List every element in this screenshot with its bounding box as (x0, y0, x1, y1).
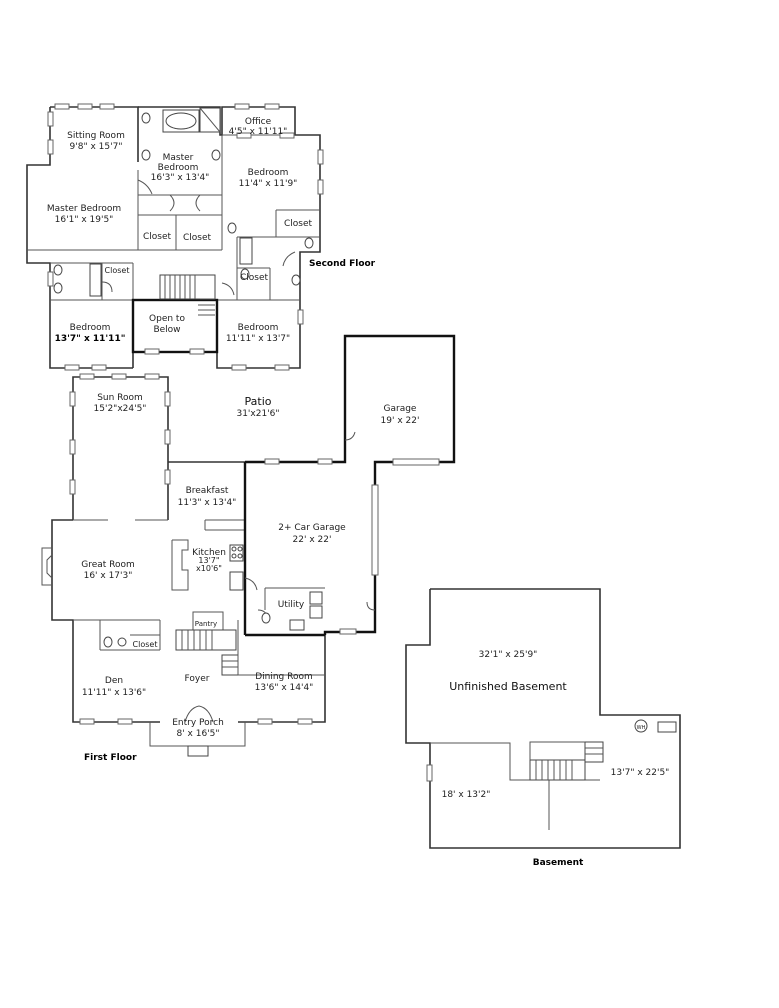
sink-icon (117, 637, 127, 647)
closet-label: Closet (240, 273, 269, 283)
tub-icon (162, 109, 200, 133)
den-dim: 11'11" x 13'6" (82, 688, 146, 698)
car-garage-name: 2+ Car Garage (278, 523, 346, 533)
kitchen-dim: 13'7" (198, 556, 219, 565)
door-swing-icon (101, 179, 296, 296)
bedroom-sw-name: Bedroom (70, 323, 111, 333)
water-heater-icon: WH (634, 719, 648, 733)
bedroom-se-dim: 11'11" x 13'7" (226, 334, 290, 344)
great-room-name: Great Room (81, 560, 135, 570)
open-below-name2: Below (153, 325, 180, 335)
master-bedroom-upper-dim: 16'3" x 13'4" (151, 173, 210, 183)
second-floor-label: Second Floor (309, 259, 376, 269)
den-name: Den (105, 676, 123, 686)
closet-label: Closet (143, 232, 172, 242)
garage-dim: 19' x 22' (381, 416, 420, 426)
patio-dim: 31'x21'6" (236, 409, 279, 419)
closet-label: Closet (284, 219, 313, 229)
toilet-icon (261, 612, 271, 624)
basement-main-dim: 32'1" x 25'9" (479, 650, 538, 660)
pantry-name: Pantry (195, 620, 217, 628)
bedroom-ne-dim: 11'4" x 11'9" (239, 179, 298, 189)
foyer-name: Foyer (185, 674, 210, 684)
basement-label: Basement (533, 858, 584, 868)
first-floor-label: First Floor (84, 753, 137, 763)
closet-label: Closet (133, 640, 158, 649)
open-below-name: Open to (149, 314, 185, 324)
water-heater-label: WH (637, 725, 646, 731)
tub-icon (89, 263, 102, 297)
bedroom-sw-dim: 13'7" x 11'11" (55, 334, 126, 344)
master-bedroom-name: Master Bedroom (47, 204, 121, 214)
stairs-icon (529, 741, 604, 781)
sun-room-dim: 15'2"x24'5" (94, 404, 147, 414)
basement-sw-dim: 18' x 13'2" (442, 790, 491, 800)
sitting-room-dim: 9'8" x 15'7" (70, 142, 123, 152)
dining-room-name: Dining Room (255, 672, 313, 682)
basement-main-name: Unfinished Basement (449, 680, 567, 693)
second-floor-plan: Sitting Room 9'8" x 15'7" Master Bedroom… (26, 103, 376, 371)
entry-porch-name: Entry Porch (172, 718, 224, 728)
stairs-icon (159, 274, 216, 316)
shower-icon (199, 107, 221, 133)
breakfast-dim: 11'3" x 13'4" (178, 498, 237, 508)
patio-name: Patio (245, 395, 272, 408)
great-room-dim: 16' x 17'3" (84, 571, 133, 581)
toilet-icon (103, 636, 113, 648)
sun-room-name: Sun Room (97, 393, 143, 403)
utility-name: Utility (278, 600, 305, 610)
tub-icon (239, 237, 253, 265)
bedroom-se-name: Bedroom (238, 323, 279, 333)
car-garage-dim: 22' x 22' (293, 535, 332, 545)
kitchen-dim2: x10'6" (196, 564, 222, 573)
sitting-room-name: Sitting Room (67, 131, 125, 141)
stairs-icon (175, 629, 239, 676)
garage-name: Garage (384, 404, 417, 414)
kitchen-name: Kitchen (192, 548, 226, 558)
closet-label: Closet (183, 233, 212, 243)
master-bedroom-upper-name2: Bedroom (158, 163, 199, 173)
closet-label: Closet (105, 266, 130, 275)
bedroom-ne-name: Bedroom (248, 168, 289, 178)
office-dim: 4'5" x 11'11" (229, 127, 288, 137)
stove-icon (229, 544, 244, 562)
fireplace-icon (41, 547, 53, 586)
office-name: Office (245, 117, 272, 127)
breakfast-name: Breakfast (186, 486, 229, 496)
basement-se-dim: 13'7" x 22'5" (611, 768, 670, 778)
entry-porch-dim: 8' x 16'5" (176, 729, 219, 739)
first-floor-plan: Patio 31'x21'6" Sun Room 15'2"x24'5" Gar… (41, 334, 456, 763)
master-bedroom-upper-name: Master (163, 153, 194, 163)
master-bedroom-dim: 16'1" x 19'5" (55, 215, 114, 225)
basement-plan: WH 32'1" x 25'9" Unfinished Basement 18'… (405, 588, 681, 868)
dining-room-dim: 13'6" x 14'4" (255, 683, 314, 693)
